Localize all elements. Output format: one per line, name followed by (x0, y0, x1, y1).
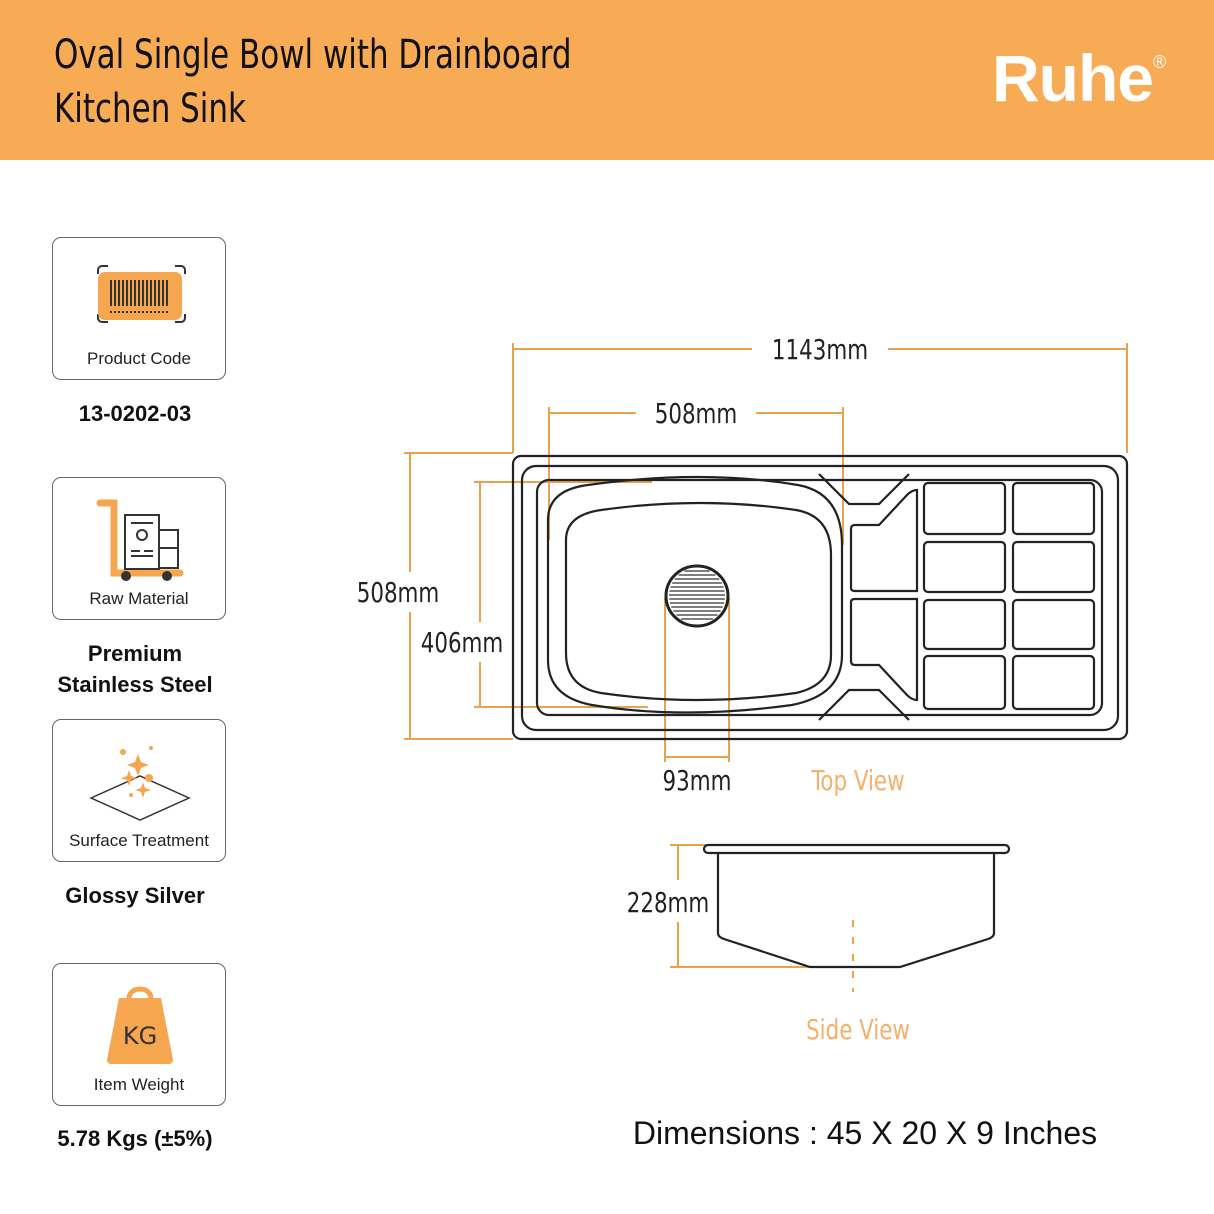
bowl-width-label: 406mm (421, 627, 504, 659)
card-label: Surface Treatment (69, 831, 209, 850)
sparkle-icon (89, 746, 191, 821)
product-code-card: Product Code (52, 237, 226, 380)
weight-icon-text: KG (123, 1022, 157, 1050)
overall-length-label: 1143mm (772, 334, 868, 366)
item-weight-card: KG Item Weight (52, 963, 226, 1106)
product-code-value: 13-0202-03 (78, 401, 192, 426)
raw-material-card: Raw Material (52, 477, 226, 620)
sink-side-view (702, 843, 1011, 969)
bowl-length-label: 508mm (655, 398, 738, 430)
weight-icon: KG (107, 986, 173, 1064)
sink-top-view (511, 454, 1129, 741)
cart-icon (96, 499, 184, 581)
item-weight-value: 5.78 Kgs (±5%) (57, 1126, 213, 1151)
depth-label: 228mm (627, 887, 710, 919)
surface-treatment-card: Surface Treatment (52, 719, 226, 862)
dimension-lines (404, 343, 1128, 968)
brand-logo: Ruhe® (992, 41, 1166, 115)
drainboard-grid (922, 481, 1096, 711)
surface-treatment-value: Glossy Silver (65, 883, 205, 908)
drain-strainer-icon (664, 564, 730, 628)
card-label: Product Code (87, 349, 191, 368)
card-label: Item Weight (93, 1075, 185, 1094)
overall-width-label: 508mm (357, 577, 440, 609)
side-view-label: Side View (806, 1014, 910, 1046)
top-view-label: Top View (810, 765, 904, 797)
dimensions-summary: Dimensions : 45 X 20 X 9 Inches (632, 1115, 1098, 1151)
drain-diameter-label: 93mm (663, 765, 732, 797)
barcode-icon (97, 265, 186, 323)
card-label: Raw Material (89, 589, 189, 608)
